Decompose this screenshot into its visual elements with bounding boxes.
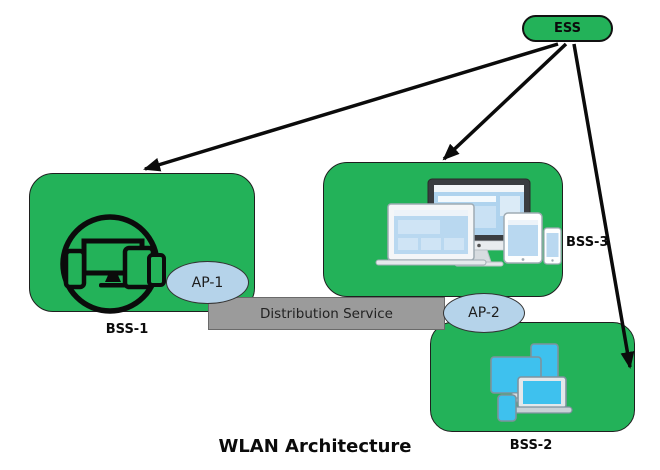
ess-node: ESS — [522, 15, 613, 42]
arrow-ess-to-bss1 — [143, 42, 559, 172]
ap1-label: AP-1 — [191, 274, 224, 291]
distribution-service-bar: Distribution Service — [208, 297, 445, 330]
ap2-label: AP-2 — [468, 305, 500, 321]
ess-label: ESS — [553, 21, 582, 36]
bss3-label: BSS-3 — [566, 235, 609, 250]
ap2-node: AP-2 — [443, 293, 525, 333]
ap1-node: AP-1 — [166, 261, 249, 304]
arrow-ess-to-bss2 — [572, 43, 635, 369]
arrow-ess-to-bss3 — [442, 42, 568, 161]
distribution-service-label: Distribution Service — [260, 305, 393, 322]
bss2-label: BSS-2 — [509, 438, 553, 453]
bss2-node — [430, 322, 635, 432]
bss3-node — [323, 162, 563, 297]
diagram-title: WLAN Architecture — [218, 436, 412, 457]
bss1-label: BSS-1 — [105, 322, 149, 337]
